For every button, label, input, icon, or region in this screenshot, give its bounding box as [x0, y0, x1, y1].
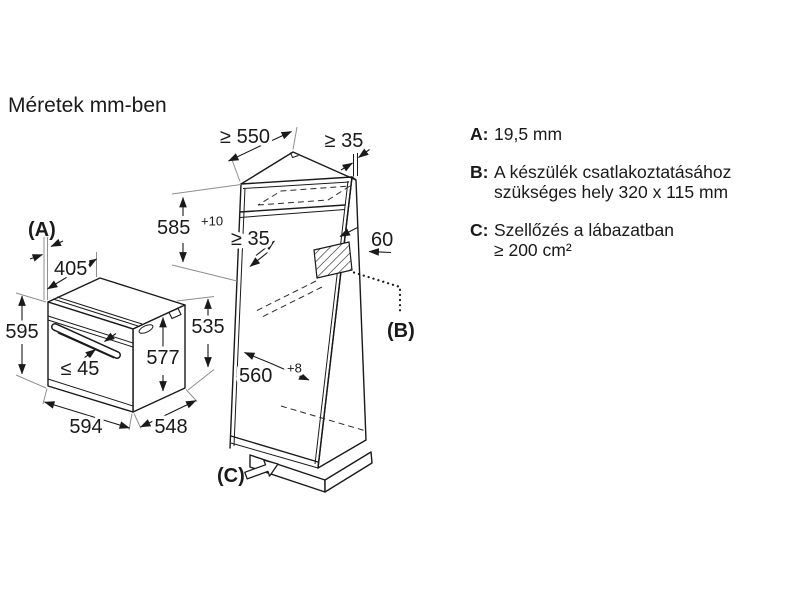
- label-ge-550: ≥ 550: [220, 126, 270, 148]
- legend-item-A: A: 19,5 mm: [470, 124, 562, 144]
- label-577: 577: [146, 347, 179, 369]
- page-title: Méretek mm-ben: [8, 94, 167, 117]
- label-60: 60: [371, 229, 393, 251]
- dim-niche-height: 585 +10: [154, 184, 242, 282]
- cabinet-dimensions: ≥ 550 ≥ 35 585 +10 ≥ 35 60: [154, 123, 415, 488]
- legend-text-C2: ≥ 200 cm²: [494, 240, 572, 260]
- dim-front-height: 595: [2, 292, 47, 389]
- dim-depth: 548: [133, 389, 198, 442]
- side-notch: [168, 307, 182, 320]
- legend: A: 19,5 mm B: A készülék csatlakoztatásá…: [470, 124, 731, 260]
- dim-top-depth: 405: [47, 252, 97, 290]
- ref-connection-B: (B): [352, 271, 415, 342]
- oven-drawing: [47, 277, 186, 413]
- label-ge-35-inner: ≥ 35: [231, 228, 270, 250]
- legend-item-C: C: Szellőzés a lábazatban ≥ 200 cm²: [470, 220, 674, 260]
- connection-area-hatch: [313, 241, 353, 279]
- legend-key-C: C:: [470, 220, 488, 240]
- dim-top-rear-gap: ≥ 35: [325, 130, 370, 177]
- label-595: 595: [5, 321, 38, 343]
- label-le-45: ≤ 45: [61, 358, 100, 380]
- legend-item-B: B: A készülék csatlakoztatásához szükség…: [470, 162, 731, 202]
- legend-text-B1: A készülék csatlakoztatásához: [494, 162, 731, 182]
- dim-side-height: 535: [176, 296, 228, 391]
- side-grip-cutout: [138, 324, 154, 334]
- label-ge-35-top: ≥ 35: [325, 130, 364, 152]
- ref-vent-C: (C): [217, 459, 279, 487]
- legend-text-B2: szükséges hely 320 x 115 mm: [494, 182, 728, 202]
- label-560: 560: [239, 365, 272, 387]
- label-535: 535: [191, 316, 224, 338]
- legend-key-A: A:: [470, 124, 488, 144]
- dim-body-height: 577: [143, 316, 183, 392]
- dim-frame-thickness: (A): [28, 219, 64, 300]
- dim-connection-offset: 60: [339, 227, 393, 256]
- hidden-appliance-outline: [257, 185, 351, 206]
- label-B-ref: (B): [387, 320, 415, 342]
- cabinet-drawing: [229, 151, 373, 493]
- legend-text-C1: Szellőzés a lábazatban: [494, 220, 674, 240]
- label-405: 405: [54, 258, 87, 280]
- oven-dimensions: (A) 405 595 ≤ 45 577: [2, 219, 228, 442]
- legend-key-B: B:: [470, 162, 488, 182]
- cabinet-top-face: [240, 151, 357, 185]
- vent-arrow-icon: [244, 459, 279, 480]
- label-A-ref: (A): [28, 219, 56, 241]
- label-585-tol: +10: [201, 214, 223, 229]
- label-548: 548: [154, 416, 187, 438]
- label-C-ref: (C): [217, 465, 245, 487]
- label-585: 585: [157, 217, 190, 239]
- dim-niche-width: 560 +8: [236, 351, 310, 391]
- dim-cabinet-depth: ≥ 550: [217, 123, 298, 182]
- dim-handle-protrusion: ≤ 45: [57, 332, 117, 384]
- dim-inner-gap: ≥ 35: [228, 225, 275, 267]
- label-594: 594: [69, 416, 102, 438]
- plinth-side: [324, 451, 373, 493]
- label-560-tol: +8: [287, 361, 302, 376]
- dim-width: 594: [42, 388, 133, 442]
- legend-text-A: 19,5 mm: [494, 124, 562, 144]
